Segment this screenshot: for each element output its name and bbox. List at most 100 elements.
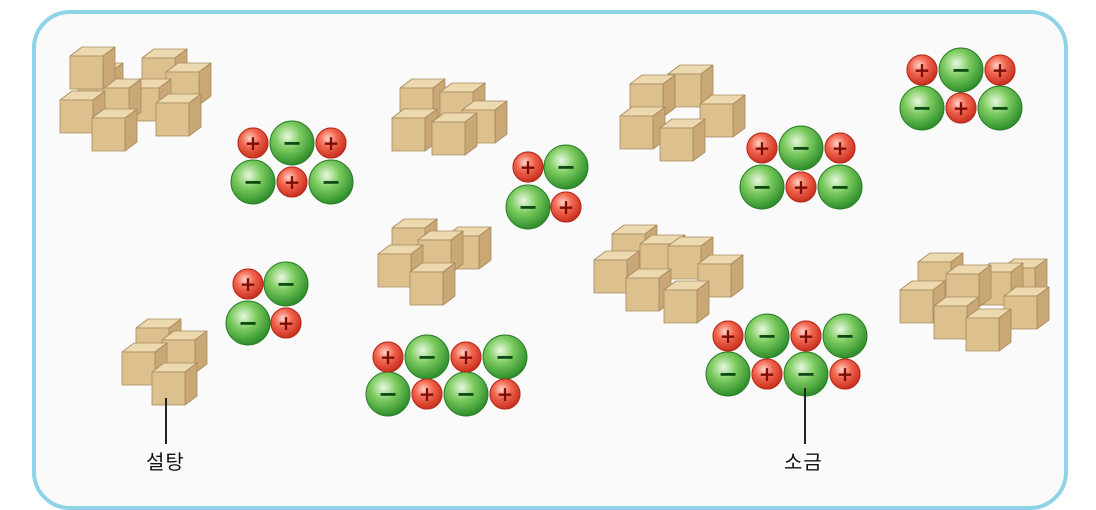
cation-ion: + (232, 268, 264, 300)
anion-ion: − (543, 144, 589, 190)
sugar-cluster (593, 224, 744, 324)
svg-text:+: + (240, 272, 257, 296)
cation-ion: + (270, 307, 302, 339)
anion-ion: − (404, 334, 450, 380)
anion-ion: − (778, 125, 824, 171)
anion-ion: − (899, 85, 945, 131)
svg-text:−: − (757, 322, 777, 350)
sugar-cube (155, 93, 202, 137)
svg-text:+: + (837, 362, 854, 386)
anion-ion: − (443, 371, 489, 417)
cation-ion: + (829, 358, 861, 390)
anion-ion: − (938, 47, 984, 93)
svg-text:−: − (456, 380, 476, 408)
cation-ion: + (450, 341, 482, 373)
svg-text:−: − (518, 193, 538, 221)
svg-text:−: − (495, 343, 515, 371)
sugar-cube (69, 46, 116, 90)
svg-text:−: − (990, 94, 1010, 122)
cation-ion: + (372, 341, 404, 373)
salt-ions: +++−−−++++++−−−+++++−−+++++−−−+++++−−+++… (225, 47, 1023, 417)
cation-ion: + (237, 127, 269, 159)
cation-ion: + (550, 191, 582, 223)
sugar-cluster (377, 218, 492, 306)
sugar-cube (1003, 286, 1050, 330)
svg-text:+: + (832, 136, 849, 160)
anion-ion: − (230, 159, 276, 205)
anion-ion: − (744, 313, 790, 359)
sugar-cube (391, 108, 438, 152)
svg-text:+: + (520, 155, 537, 179)
sugar-cube (699, 94, 746, 138)
sugar-cube (659, 118, 706, 162)
svg-text:−: − (417, 343, 437, 371)
sugar-cube (431, 112, 478, 156)
sugar-cluster (69, 46, 116, 90)
sugar-cube (965, 308, 1012, 352)
svg-text:+: + (458, 345, 475, 369)
svg-text:−: − (282, 129, 302, 157)
svg-text:−: − (556, 153, 576, 181)
sugar-cluster (391, 78, 508, 156)
svg-text:+: + (497, 382, 514, 406)
salt-label: 소금 (784, 450, 823, 474)
cation-ion: + (276, 166, 308, 198)
svg-text:+: + (914, 58, 931, 82)
cation-ion: + (411, 378, 443, 410)
sugar-cluster (59, 48, 212, 152)
sugar-crystals (59, 46, 1050, 406)
svg-text:−: − (912, 94, 932, 122)
anion-ion: − (482, 334, 528, 380)
svg-text:−: − (830, 173, 850, 201)
svg-text:−: − (718, 360, 738, 388)
cation-ion: + (790, 320, 822, 352)
cation-ion: + (984, 54, 1016, 86)
svg-text:+: + (245, 131, 262, 155)
salt-cluster: ++++−−−−++++ (705, 313, 868, 397)
svg-text:+: + (798, 324, 815, 348)
svg-text:−: − (796, 360, 816, 388)
svg-text:−: − (276, 270, 296, 298)
anion-ion: − (505, 184, 551, 230)
anion-ion: − (817, 164, 863, 210)
cation-ion: + (785, 171, 817, 203)
salt-leader-line (804, 388, 806, 444)
svg-text:+: + (793, 175, 810, 199)
svg-text:−: − (752, 173, 772, 201)
svg-text:−: − (791, 134, 811, 162)
svg-text:−: − (951, 56, 971, 84)
anion-ion: − (225, 300, 271, 346)
svg-text:+: + (953, 96, 970, 120)
salt-cluster: ++++−−−−++++ (365, 334, 528, 417)
sugar-cluster (899, 252, 1050, 352)
anion-ion: − (739, 164, 785, 210)
svg-text:+: + (759, 362, 776, 386)
sugar-cluster (619, 64, 746, 162)
salt-cluster: ++−−++ (225, 261, 309, 346)
salt-cluster: +++−−−+++ (230, 120, 354, 205)
svg-text:−: − (321, 168, 341, 196)
anion-ion: − (269, 120, 315, 166)
cation-ion: + (751, 358, 783, 390)
svg-text:+: + (380, 345, 397, 369)
anion-ion: − (822, 313, 868, 359)
svg-text:+: + (284, 170, 301, 194)
svg-text:+: + (754, 136, 771, 160)
salt-cluster: ++−−++ (505, 144, 589, 230)
sugar-leader-line (165, 398, 167, 444)
sugar-cluster (121, 318, 208, 406)
cation-ion: + (746, 132, 778, 164)
svg-text:+: + (992, 58, 1009, 82)
sugar-cube (697, 254, 744, 298)
svg-text:+: + (558, 195, 575, 219)
svg-text:+: + (419, 382, 436, 406)
svg-text:+: + (278, 311, 295, 335)
sugar-cube (663, 280, 710, 324)
svg-text:+: + (720, 324, 737, 348)
anion-ion: − (308, 159, 354, 205)
cation-ion: + (512, 151, 544, 183)
anion-ion: − (365, 371, 411, 417)
sugar-label: 설탕 (146, 450, 185, 474)
anion-ion: − (263, 261, 309, 307)
